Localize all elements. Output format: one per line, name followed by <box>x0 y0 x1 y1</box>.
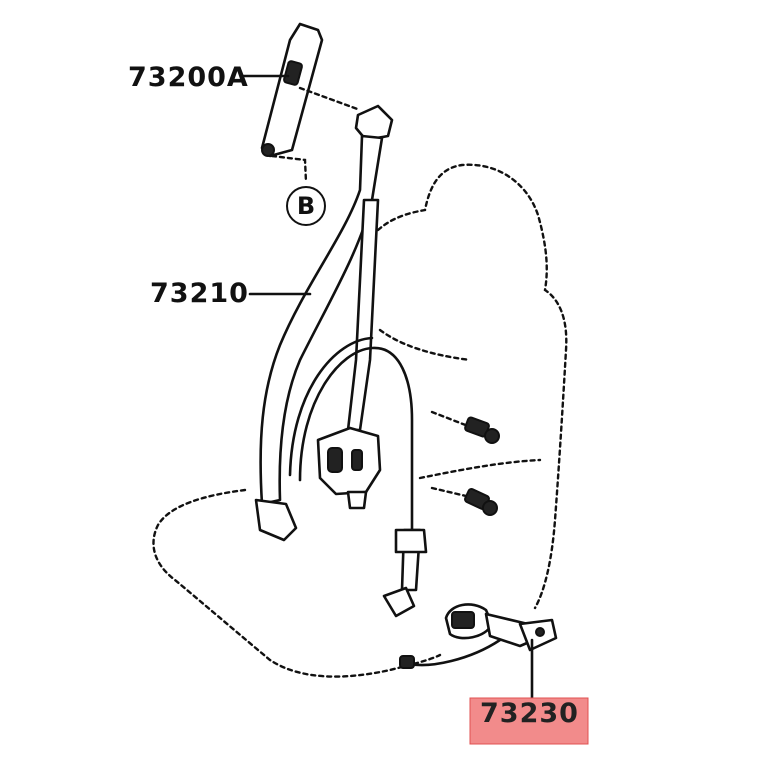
ref-b-link <box>270 154 308 184</box>
seat-crease <box>378 328 472 362</box>
bolt-upper <box>430 410 500 444</box>
inner-buckle-cable-clip <box>399 655 415 669</box>
retractor-detail-2 <box>351 449 363 471</box>
highlight-box-73230 <box>469 697 589 745</box>
inner-buckle-cable <box>408 638 502 667</box>
retractor-tongue <box>346 490 368 510</box>
part-label-73210: 73210 <box>150 278 249 309</box>
lower-latch <box>394 528 428 554</box>
anchor-adjuster-slot <box>283 60 303 86</box>
anchor-adjuster-bolt <box>261 143 275 157</box>
shoulder-anchor <box>354 104 394 142</box>
seat-back-outline <box>376 163 568 610</box>
seat-cushion-outline <box>152 488 442 678</box>
retractor-body <box>316 426 382 496</box>
seat-cushion-edge <box>418 458 542 480</box>
inner-buckle-button <box>451 611 475 629</box>
outer-belt-lower-anchor <box>254 498 298 542</box>
retractor-detail-1 <box>327 447 343 473</box>
anchor-adjuster-shape <box>260 22 324 158</box>
lap-belt-loop <box>298 346 414 532</box>
reference-marker-b: B <box>286 186 326 226</box>
bolt-lower <box>430 486 498 516</box>
lap-belt-loop-inner <box>288 336 374 477</box>
part-label-73230: 73230 <box>480 698 579 729</box>
adjuster-link <box>298 86 362 112</box>
lower-end-fitting <box>382 586 416 618</box>
inner-buckle-bracket-hole <box>535 627 545 637</box>
part-label-73200a: 73200A <box>128 62 249 93</box>
